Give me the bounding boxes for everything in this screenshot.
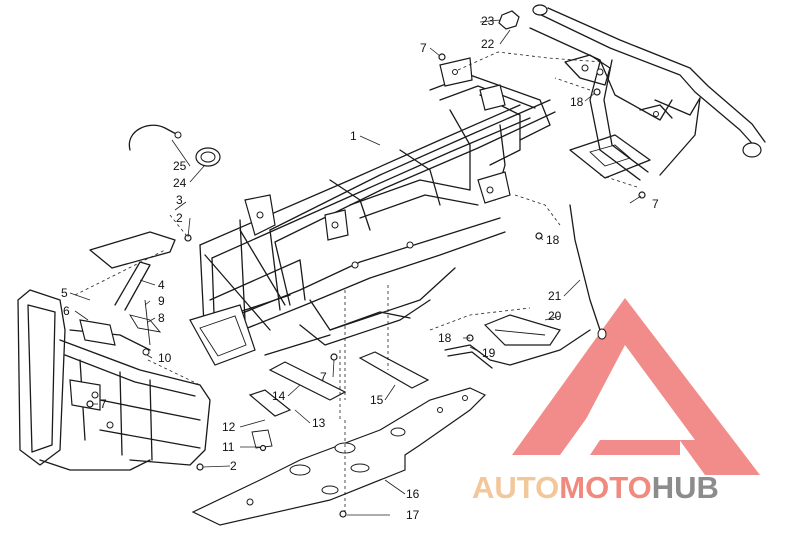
callout-20: 20 — [548, 309, 562, 323]
callout-18-mid: 18 — [546, 233, 560, 247]
callout-numbers: 23 22 7 18 1 25 24 3 2 7 18 4 5 21 9 6 2… — [61, 14, 659, 522]
callout-2-bottom: 2 — [230, 459, 237, 473]
callout-23: 23 — [481, 14, 495, 28]
watermark-moto: MOTO — [559, 470, 651, 505]
callout-3: 3 — [176, 193, 183, 207]
hardware — [86, 10, 646, 518]
rear-rack — [529, 4, 766, 181]
callout-21: 21 — [548, 289, 562, 303]
skid-plate — [191, 387, 487, 526]
callout-18-top: 18 — [570, 95, 584, 109]
callout-6: 6 — [63, 304, 70, 318]
watermark-text: AUTOMOTOHUB — [472, 470, 719, 505]
clamp-parts — [128, 124, 221, 167]
callout-14: 14 — [272, 389, 286, 403]
callout-16: 16 — [406, 487, 420, 501]
callout-19: 19 — [482, 346, 496, 360]
callout-2-top: 2 — [176, 211, 183, 225]
leader-lines — [69, 19, 642, 516]
callout-7-right: 7 — [652, 197, 659, 211]
callout-13: 13 — [312, 416, 326, 430]
callout-9: 9 — [158, 294, 165, 308]
callout-7-top: 7 — [420, 41, 427, 55]
callout-11: 11 — [222, 440, 235, 454]
callout-1: 1 — [350, 129, 357, 143]
callout-15: 15 — [370, 393, 384, 407]
watermark-auto: AUTO — [472, 470, 559, 505]
callout-24: 24 — [173, 176, 187, 190]
callout-10: 10 — [158, 351, 172, 365]
watermark-hub: HUB — [652, 470, 719, 505]
footrest-bracket — [444, 204, 607, 369]
callout-4: 4 — [158, 278, 165, 292]
front-bumper — [17, 289, 211, 471]
callout-5: 5 — [61, 286, 68, 300]
callout-25: 25 — [173, 159, 187, 173]
callout-7-bumper: 7 — [100, 397, 107, 411]
watermark-logo — [512, 298, 760, 475]
callout-22: 22 — [481, 37, 495, 51]
front-bracket-parts — [89, 231, 176, 356]
main-frame — [189, 57, 556, 366]
callout-17: 17 — [406, 508, 420, 522]
bar-parts — [248, 351, 430, 449]
callout-12: 12 — [222, 420, 236, 434]
callout-7-mid: 7 — [320, 370, 327, 384]
dashed-guide-lines — [74, 51, 641, 512]
callout-8: 8 — [158, 311, 165, 325]
svg-text:AUTOMOTOHUB: AUTOMOTOHUB — [472, 470, 719, 505]
callout-18-low: 18 — [438, 331, 452, 345]
